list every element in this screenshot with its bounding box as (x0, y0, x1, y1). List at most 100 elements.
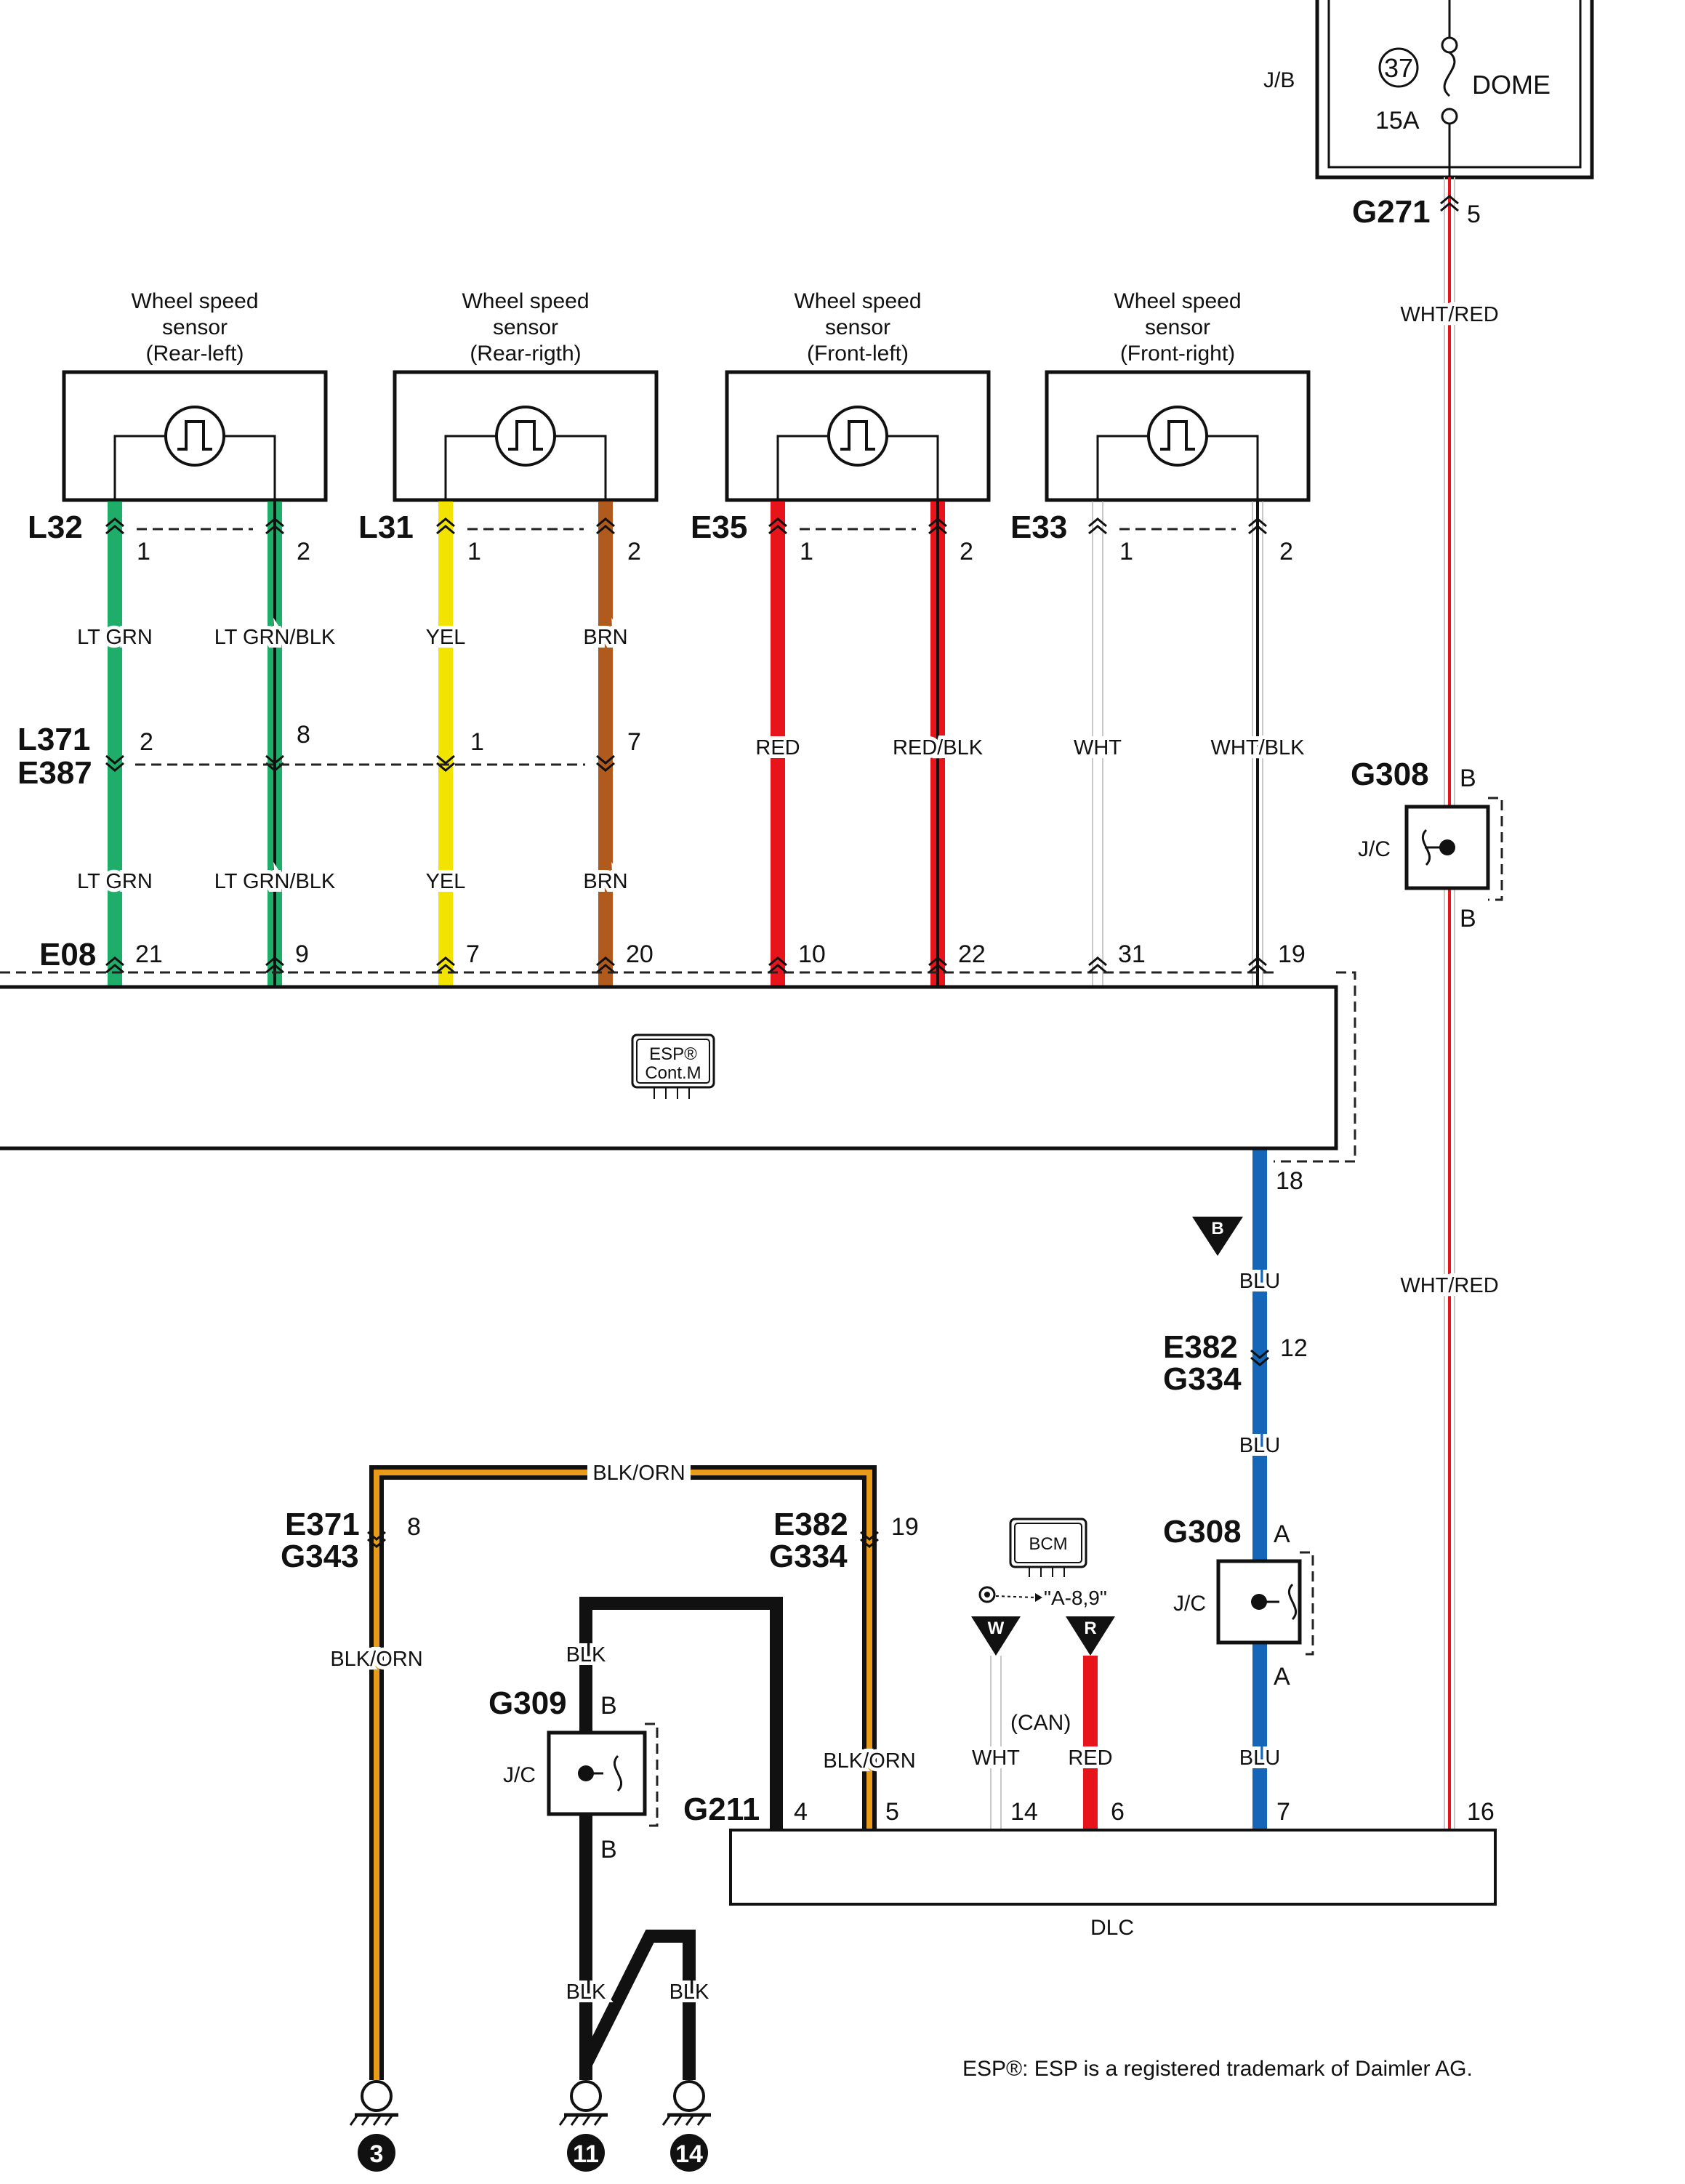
ground-hatch-icon (570, 2114, 580, 2126)
sensor-connector-2: L31 (358, 509, 414, 545)
sensor-subtitle-1: sensor (162, 315, 228, 339)
ground-terminal-2 (570, 2080, 602, 2112)
g334-label-upper: G334 (1163, 1361, 1242, 1397)
wire-label-blk-3: BLK (669, 1980, 709, 2004)
wire-label-brn: BRN (583, 626, 627, 649)
wire-label-blu-1: BLU (1239, 1270, 1280, 1293)
sensor-connector-3: E35 (691, 509, 747, 545)
sensor-connector-1: L32 (28, 509, 83, 545)
fuse-rating: 15A (1375, 107, 1420, 134)
e08-pin-7: 31 (1118, 940, 1146, 968)
sensor-lead-left-1 (113, 435, 166, 500)
ground-number-2: 11 (573, 2140, 599, 2168)
flag-w-icon (971, 1616, 1021, 1656)
g309-pin-out: B (600, 1836, 617, 1863)
dlc-label: DLC (1090, 1916, 1134, 1940)
l371-pin-1: 2 (140, 728, 153, 756)
g308-top-pin-out: B (1460, 905, 1476, 932)
wire-label-lower-lt-grn-blk: LT GRN/BLK (214, 870, 336, 893)
sensor-lead-left-3 (776, 435, 829, 500)
e387-label: E387 (17, 755, 92, 791)
wire-label-blk-2: BLK (566, 1980, 606, 2004)
g309-jc-label: J/C (503, 1763, 536, 1787)
ground-number-3: 14 (675, 2140, 703, 2168)
ground-terminal-1 (361, 2080, 393, 2112)
g308-bottom-pin-in: A (1274, 1520, 1290, 1548)
footnote: ESP®: ESP is a registered trademark of D… (962, 2057, 1473, 2081)
ground-terminal-3 (673, 2080, 705, 2112)
sensor-pin-b-1: 2 (297, 538, 310, 565)
ground-number-badge-1 (358, 2134, 395, 2172)
wire-label-lower-lt-grn: LT GRN (77, 870, 153, 893)
ground-hatch-icon (582, 2114, 592, 2126)
wire-label-lt-grn-blk: LT GRN/BLK (214, 626, 336, 649)
sensor-title-2: Wheel speed (462, 289, 589, 313)
sensor-pin-a-2: 1 (467, 538, 481, 565)
sensor-subtitle-3: sensor (825, 315, 890, 339)
pulse-sensor-icon (827, 406, 888, 467)
sensor-title-1: Wheel speed (131, 289, 258, 313)
e382-pin-19: 19 (891, 1513, 919, 1541)
sensor-lead-left-4 (1096, 435, 1149, 500)
pulse-sensor-icon (1147, 406, 1208, 467)
sensor-pin-a-1: 1 (137, 538, 150, 565)
g309-connector: G309 (488, 1685, 567, 1721)
ground-hatch-icon (361, 2114, 371, 2126)
esp-pin-18: 18 (1276, 1167, 1303, 1195)
dlc-pin-6: 16 (1467, 1798, 1495, 1826)
wire-label-wht-red-1: WHT/RED (1400, 303, 1498, 326)
wire-label-can-wht: WHT (972, 1746, 1020, 1770)
dlc-pin-2: 5 (885, 1798, 899, 1826)
pulse-waveform-icon (508, 420, 543, 451)
ground-hatch-icon (593, 2114, 603, 2126)
pulse-waveform-icon (840, 420, 875, 451)
g309-pin-in: B (600, 1692, 617, 1720)
wire-label-lower-yel: YEL (426, 870, 466, 893)
ground-number-badge-3 (670, 2134, 708, 2172)
esp-module-line2: Cont.M (645, 1063, 701, 1083)
wire-label-wht-blk: WHT/BLK (1211, 736, 1306, 759)
ground-hatch-icon (384, 2114, 394, 2126)
wire-label-can-red: RED (1068, 1746, 1112, 1770)
can-label: (CAN) (1010, 1711, 1071, 1735)
fuse-number: 37 (1384, 53, 1413, 83)
g308-bottom-jc-label: J/C (1173, 1592, 1206, 1616)
g211-label: G211 (683, 1792, 760, 1827)
g308-top-junction: G308 B B J/C (1351, 757, 1503, 932)
g309-junction: G309 B B J/C (488, 1685, 659, 1863)
dlc-pin-4: 6 (1111, 1798, 1125, 1826)
sensor-subtitle-4: sensor (1145, 315, 1210, 339)
wire-label-blu-2: BLU (1239, 1434, 1280, 1457)
esp-module-icon: ESP® Cont.M (631, 1033, 715, 1099)
sensor-lead-right-1 (224, 435, 276, 500)
sensor-lead-right-4 (1207, 435, 1259, 500)
g308-bottom-connector: G308 (1163, 1514, 1242, 1550)
sensor-lead-right-3 (887, 435, 939, 500)
e08-label: E08 (39, 937, 96, 972)
g334-label-lower: G334 (769, 1539, 848, 1574)
e371-pin-8: 8 (407, 1513, 421, 1541)
e08-pin-2: 9 (295, 940, 309, 968)
ground-hatch-icon (558, 2114, 568, 2126)
bcm-label: BCM (1029, 1534, 1067, 1554)
g308-top-connector: G308 (1351, 757, 1429, 792)
connector-mark-sensor (1087, 517, 1108, 535)
ground-hatch-icon (372, 2114, 382, 2126)
g308-top-pin-in: B (1460, 765, 1476, 792)
bcm: BCM "A-8,9" W R (971, 1518, 1115, 1656)
flag-b: B (1192, 1217, 1243, 1256)
e08-pin-5: 10 (798, 940, 826, 968)
l371-pin-2: 8 (297, 721, 310, 749)
wire-label-blk-1: BLK (566, 1643, 606, 1667)
esp-control-module: ESP® Cont.M (0, 971, 1356, 1163)
ground-hatch-icon (661, 2114, 672, 2126)
e08-pin-8: 19 (1278, 940, 1306, 968)
sensor-subtitle-2: sensor (493, 315, 558, 339)
flag-w: W (988, 1619, 1005, 1638)
wire-label-blk-orn-left: BLK/ORN (330, 1648, 422, 1671)
